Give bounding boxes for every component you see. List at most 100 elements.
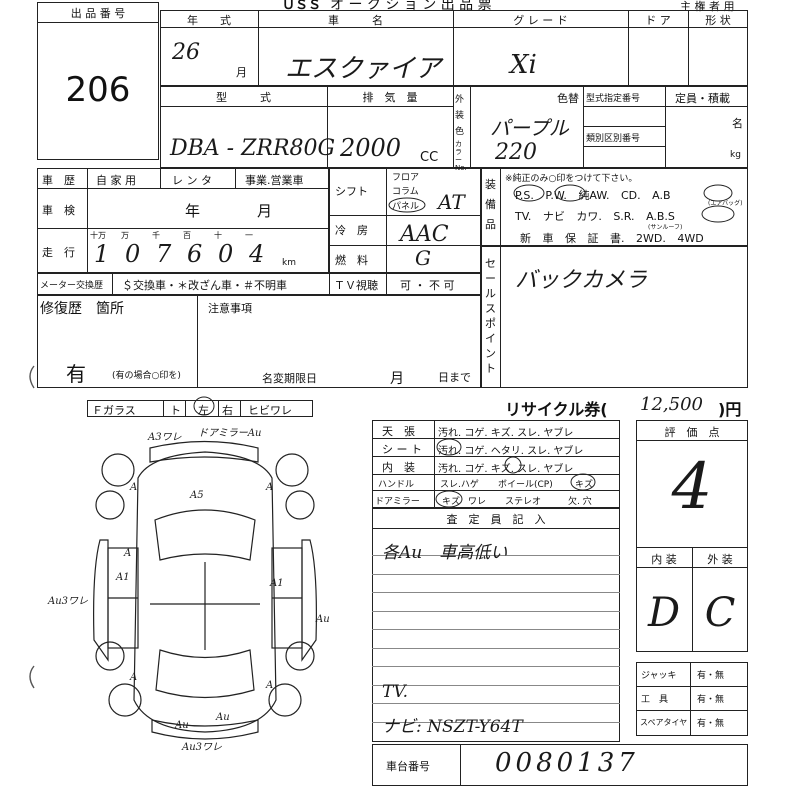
model-value: DBA - ZRR80G [170, 136, 336, 161]
vehicle-info-table [160, 10, 748, 86]
inspector-rule [372, 703, 620, 704]
tools-options: 有・無 [697, 695, 725, 705]
glass-crack: ヒビワレ [248, 404, 292, 417]
equip-tv: TV. [515, 210, 532, 223]
form-title: オ ー ク シ ョ ン 出 品 票 [330, 0, 492, 13]
damage-mark: A1 [270, 578, 284, 589]
change-date-label: 名変期限日 [262, 372, 317, 385]
mileage-label: 走 行 [42, 246, 75, 259]
meter-label: メーター交換歴 [40, 281, 104, 291]
odometer-digit: 4 [249, 240, 265, 268]
odometer-place-label: 一 [245, 231, 253, 240]
inspector-rule [372, 647, 620, 649]
interior-label: 内 装 [651, 553, 677, 566]
equip-navi: ナビ [542, 210, 565, 223]
tv-options: 可 ・ 不 可 [400, 279, 455, 292]
tools-label: 工 具 [641, 695, 669, 705]
cond-mirror-scratch: キズ [442, 497, 461, 507]
year-suffix: 月 [236, 66, 247, 79]
score-value: 4 [671, 450, 713, 524]
equip-ps: P.S. [515, 189, 534, 202]
glass-left: 左 [198, 404, 209, 417]
lot-box [37, 2, 159, 160]
cooler-label: 冷 房 [335, 224, 368, 237]
owner-label: 主 権 者 用 [680, 0, 735, 13]
history-label: 車 歴 [42, 174, 75, 187]
color-value: パープル [490, 116, 569, 140]
sunroof-note: (サンルーフ) [648, 224, 683, 231]
equip-warranty: 新 車 保 証 書. [520, 232, 625, 245]
ext-color-label: 外装色 [455, 95, 465, 137]
equipment-table [481, 168, 748, 246]
glass-row [87, 400, 313, 417]
ac-value: AAC [400, 222, 449, 247]
cond-stereo: ステレオ [505, 497, 542, 507]
damage-mark: A1 [116, 572, 130, 583]
odometer-digit: 6 [187, 240, 203, 268]
drivetrain-table [329, 168, 481, 273]
bottom-note-navi: ナビ: NSZT-Y64T [382, 717, 523, 737]
odometer-digit: 0 [218, 240, 234, 268]
bottom-note-tv: TV. [382, 682, 409, 702]
year-label: 年 式 [187, 14, 231, 27]
history-table [37, 168, 329, 273]
equip-ab: A.B [652, 189, 671, 202]
lot-number: 206 [65, 70, 131, 110]
recycle-amount: 12,500 [640, 394, 703, 415]
repair-box [37, 295, 481, 388]
inspector-rule [372, 592, 620, 593]
equip-aw: 純AW. [578, 189, 610, 202]
exterior-label: 外 装 [707, 553, 733, 566]
capacity-label: 定員・積載 [675, 92, 730, 105]
chassis-box [372, 744, 748, 786]
glass-f: Ｆガラス [92, 404, 136, 417]
damage-mark: A [266, 680, 274, 691]
damage-mark: A [130, 672, 138, 683]
inspector-rule [372, 629, 620, 630]
meter-options: ＄交換車・＊改ざん車・＃不明車 [122, 279, 287, 292]
shape-label: 形 状 [705, 14, 731, 27]
cond-handle-label: ハンドル [378, 480, 415, 490]
jack-label: ジャッキ [641, 671, 677, 681]
type-label: 型 式 [216, 91, 271, 104]
capacity-kg-unit: kg [730, 150, 741, 160]
odometer-digit: 0 [125, 240, 141, 268]
tv-label: ＴＶ視聴 [334, 279, 378, 292]
damage-mark: Au3ワレ [182, 742, 223, 753]
inspector-note: 各Au 車高低い [382, 543, 508, 563]
odometer-digit: 1 [94, 240, 110, 268]
inspector-rule [372, 684, 620, 686]
color-code-value: 220 [495, 140, 537, 165]
meter-row [37, 273, 481, 295]
business-option: 事業.営業車 [245, 174, 304, 187]
cond-interior-text: 汚れ. コゲ. キズ. スレ. ヤブレ [438, 464, 574, 475]
displacement-value: 2000 [340, 134, 402, 162]
accessories-table [636, 662, 748, 736]
equip-2wd: 2WD. [635, 232, 666, 245]
cond-handle-scratch: キズ [575, 480, 594, 490]
inspector-rule [372, 666, 620, 667]
cond-handle-wear: スレ.ハゲ [440, 480, 479, 490]
doors-label: ド ア [645, 14, 671, 27]
inspection-label: 車 検 [42, 204, 75, 217]
exterior-grade: C [704, 590, 736, 636]
damage-mark: A [266, 482, 274, 493]
inspector-rule [372, 721, 620, 723]
fuel-value: G [415, 246, 431, 270]
org-logo: ＵＳＳ [282, 0, 322, 13]
equip-sr: S.R. [613, 210, 635, 223]
shift-label: シフト [335, 185, 368, 198]
inspector-box [372, 508, 620, 742]
cond-ceiling-label: 天 張 [382, 425, 415, 438]
damage-mark: Au [316, 614, 330, 625]
jack-options: 有・無 [697, 671, 725, 681]
change-until: 日まで [438, 371, 471, 384]
odometer-place-label: 十万 [90, 231, 106, 240]
model-row [160, 86, 748, 168]
fuel-label: 燃 料 [335, 254, 368, 267]
spare-options: 有・無 [697, 719, 725, 729]
color-change-label: 色替 [557, 92, 579, 105]
equip-abs: A.B.S [646, 210, 675, 223]
cond-interior-label: 内 装 [382, 461, 415, 474]
